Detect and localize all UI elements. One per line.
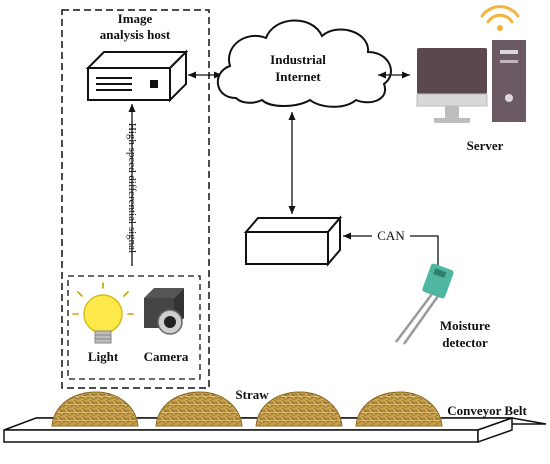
camera-icon [144, 288, 184, 335]
internet-label-line1: Industrial [270, 52, 326, 67]
wifi-icon [480, 5, 520, 31]
can-box-icon [243, 215, 343, 267]
moisture-probe-icon [395, 263, 454, 345]
straw-pile-icon [51, 391, 443, 427]
image-analysis-host-icon [85, 49, 189, 103]
moisture-label-line1: Moisture [439, 318, 491, 333]
light-bulb-icon [72, 282, 134, 344]
light-label: Light [87, 349, 119, 364]
monitor-icon [416, 48, 488, 123]
cloud-icon [216, 19, 392, 108]
can-line [408, 235, 439, 268]
sensor-group-border [67, 275, 201, 380]
host-label-line2: analysis host [99, 27, 171, 42]
internet-label-line2: Internet [275, 69, 321, 84]
straw-label: Straw [235, 387, 269, 402]
can-label: CAN [372, 228, 410, 244]
server-label: Server [466, 138, 504, 153]
computer-tower-icon [492, 40, 526, 122]
camera-label: Camera [143, 349, 189, 364]
host-label-line1: Image [117, 11, 153, 26]
signal-label: High speed differential signal [126, 122, 138, 254]
conveyor-label: Conveyor Belt [447, 403, 527, 418]
moisture-label-line2: detector [442, 335, 488, 350]
host-group-border [61, 9, 210, 389]
